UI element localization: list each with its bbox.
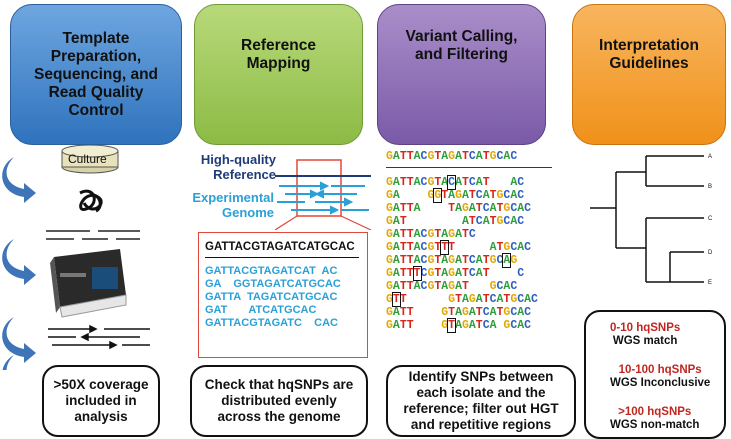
coverage-box: >50X coverage included in analysis — [42, 365, 160, 437]
read-row: GA GGTAGATCATGCAC — [386, 188, 525, 203]
hqsnp-distribution-box: Check that hqSNPs are distributed evenly… — [190, 365, 368, 437]
sequence-reads-icon — [48, 324, 150, 350]
legend-item-inconclusive: 10-100 hqSNPs WGS Inconclusive — [610, 364, 710, 390]
read-row: GATTACGTAGATCATGCAG — [386, 253, 518, 268]
tree-tip-d: D — [708, 250, 713, 256]
read-row: GATTA TAGATCATGCAC — [386, 202, 532, 215]
legend-result: WGS Inconclusive — [610, 377, 711, 389]
phylogenetic-tree: A B C D E — [590, 154, 713, 286]
hqsnp-distribution-text: Check that hqSNPs are distributed evenly… — [204, 377, 354, 424]
reference-sequence-row: GATTACGTAGATCATGCAC — [386, 150, 518, 163]
legend-item-non-match: >100 hqSNPs WGS non-match — [610, 406, 699, 432]
header-template-preparation: Template Preparation, Sequencing, and Re… — [10, 4, 182, 145]
curved-arrow-icon — [2, 355, 14, 370]
tree-tip-e: E — [708, 280, 712, 286]
read-row: GATT GTAGATCA GCAC — [386, 318, 532, 333]
tree-tip-a: A — [708, 154, 712, 160]
snp-filter-text: Identify SNPs between each isolate and t… — [403, 369, 559, 432]
legend-result: WGS non-match — [610, 419, 700, 431]
experimental-genome-label: Experimental Genome — [192, 190, 274, 220]
read-row: GATT GTAGATCATGCAC — [386, 306, 532, 319]
legend-item-match: 0-10 hqSNPs WGS match — [610, 322, 680, 348]
mapping-reference-sequence: GATTACGTAGATCATGCAC — [205, 241, 355, 253]
high-quality-reference-label: High-quality Reference — [200, 152, 276, 182]
header-template-text: Template Preparation, Sequencing, and Re… — [33, 29, 158, 119]
culture-label: Culture — [68, 152, 107, 166]
read-row: GATTACGTAGATC — [386, 228, 476, 241]
legend-range: 0-10 hqSNPs — [610, 322, 681, 334]
dna-tangle-icon — [79, 189, 103, 213]
culture-dish-icon — [61, 145, 119, 174]
legend-range: >100 hqSNPs — [618, 406, 692, 418]
variant-reference-sequence: GATTACGTAGATCATGCAC — [386, 150, 517, 163]
read-row: GATTACGTAGAT GCAC — [386, 280, 518, 293]
interpretation-legend-box: 0-10 hqSNPs WGS match 10-100 hqSNPs WGS … — [584, 310, 726, 439]
step1-illustrations — [2, 145, 150, 370]
header-mapping-text: Reference Mapping — [241, 36, 316, 72]
mapping-illustration — [275, 159, 372, 230]
read-row: GATTACGTTT ATGCAC — [386, 240, 532, 255]
header-interpretation-text: Interpretation Guidelines — [599, 36, 699, 72]
variant-reference-divider — [386, 167, 552, 168]
dna-fragments-icon — [46, 230, 140, 240]
mapping-zoom-box: GATTACGTAGATCATGCAC GATTACGTAGATCAT AC G… — [198, 232, 368, 358]
sequencer-machine-icon — [50, 249, 127, 318]
header-interpretation: Interpretation Guidelines — [572, 4, 726, 145]
header-reference-mapping: Reference Mapping — [194, 4, 363, 145]
curved-arrow-icon — [2, 157, 36, 203]
read-row: GTT GTAGATCATGCAC — [386, 292, 538, 307]
snp-filter-box: Identify SNPs between each isolate and t… — [386, 365, 576, 437]
curved-arrow-icon — [2, 317, 36, 363]
coverage-text: >50X coverage included in analysis — [53, 377, 149, 424]
reference-divider — [205, 257, 359, 258]
legend-result: WGS match — [612, 335, 678, 347]
read-row: GATTACGTACATCAT AC — [386, 175, 525, 190]
tree-tip-b: B — [708, 184, 712, 190]
curved-arrow-icon — [2, 239, 36, 285]
mapping-reads: GATTACGTAGATCAT AC GA GGTAGATCATGCAC GAT… — [205, 265, 341, 329]
legend-range: 10-100 hqSNPs — [618, 364, 702, 376]
header-variant-text: Variant Calling, and Filtering — [405, 27, 518, 63]
read-row: GAT ATCATGCAC — [386, 215, 525, 228]
header-variant-calling: Variant Calling, and Filtering — [377, 4, 546, 145]
read-row: GATTTCGTAGATCAT C — [386, 266, 525, 281]
tree-tip-c: C — [708, 216, 713, 222]
